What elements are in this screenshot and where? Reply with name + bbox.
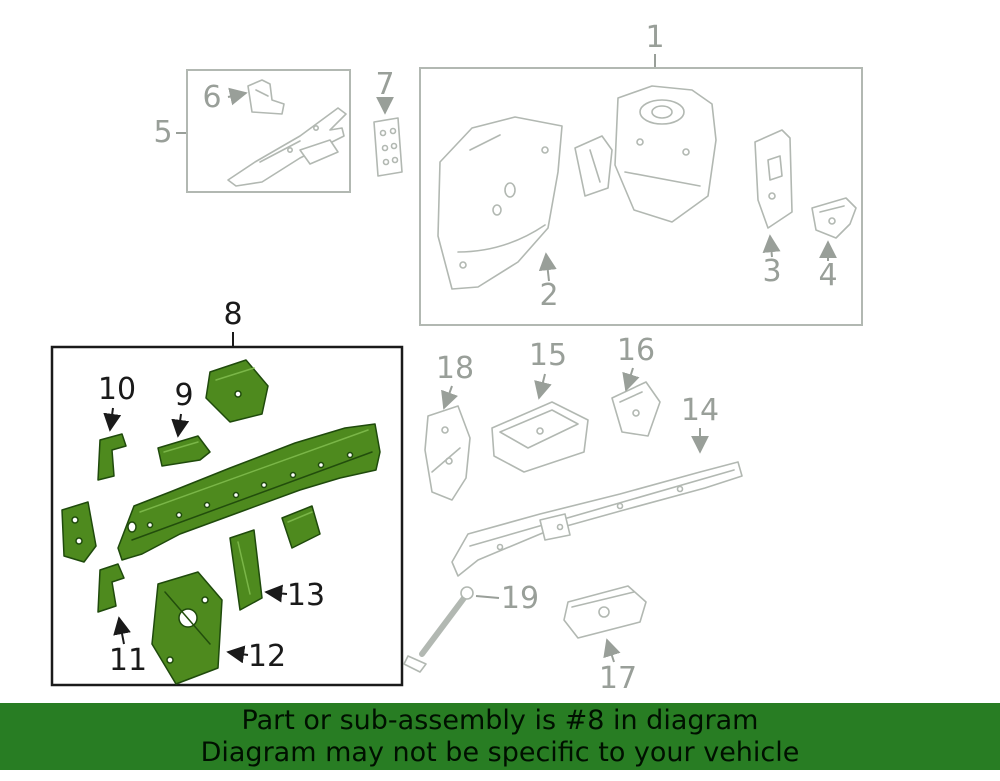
part-6-drawing bbox=[247, 79, 285, 115]
part-8-small-bracket-drawing bbox=[281, 505, 321, 549]
part-10-drawing bbox=[97, 433, 127, 481]
part-11-drawing bbox=[97, 563, 125, 613]
callout-5: 5 bbox=[153, 115, 173, 150]
callout-14: 14 bbox=[680, 393, 720, 428]
gray-leader-lines bbox=[176, 54, 837, 663]
black-leader-lines bbox=[103, 332, 288, 664]
callout-10: 10 bbox=[97, 372, 137, 407]
callout-9: 9 bbox=[174, 378, 194, 413]
callout-15: 15 bbox=[528, 338, 568, 373]
callout-1: 1 bbox=[645, 20, 665, 55]
part-14-drawing bbox=[451, 461, 743, 577]
callout-18: 18 bbox=[435, 351, 475, 386]
part-17-drawing bbox=[563, 585, 647, 639]
part-16-drawing bbox=[611, 381, 661, 437]
part-12-drawing bbox=[151, 571, 223, 685]
part-3-drawing bbox=[754, 129, 793, 229]
part-8-upper-bracket-drawing bbox=[205, 359, 269, 423]
part-19-drawing bbox=[403, 586, 474, 673]
banner-line-1: Part or sub-assembly is #8 in diagram bbox=[241, 704, 759, 736]
callout-8: 8 bbox=[223, 297, 243, 332]
part-1-drawing bbox=[614, 85, 717, 223]
footer-banner: Part or sub-assembly is #8 in diagram Di… bbox=[0, 703, 1000, 770]
part-8-main-rail-drawing bbox=[117, 423, 381, 561]
callout-12: 12 bbox=[247, 639, 287, 674]
part-2-drawing bbox=[437, 116, 563, 290]
group-box-1 bbox=[419, 67, 863, 326]
callout-13: 13 bbox=[286, 578, 326, 613]
callout-19: 19 bbox=[500, 581, 540, 616]
part-1-bracket-drawing bbox=[574, 135, 613, 197]
part-9-drawing bbox=[157, 435, 211, 467]
part-8-left-panel-drawing bbox=[61, 501, 97, 563]
callout-7: 7 bbox=[375, 67, 395, 102]
banner-line-2: Diagram may not be specific to your vehi… bbox=[200, 736, 800, 768]
callout-4: 4 bbox=[818, 258, 838, 293]
highlight-box-8 bbox=[50, 345, 404, 687]
part-5-drawing bbox=[227, 107, 347, 187]
part-4-drawing bbox=[811, 197, 857, 239]
group-box-5 bbox=[186, 69, 351, 193]
callout-2: 2 bbox=[539, 278, 559, 313]
callout-6: 6 bbox=[202, 80, 222, 115]
part-13-drawing bbox=[229, 529, 263, 611]
part-18-drawing bbox=[424, 405, 471, 501]
part-15-drawing bbox=[491, 401, 589, 473]
part-7-drawing bbox=[373, 117, 403, 177]
callout-16: 16 bbox=[616, 333, 656, 368]
callout-17: 17 bbox=[598, 661, 638, 696]
callout-11: 11 bbox=[108, 643, 148, 678]
callout-3: 3 bbox=[762, 254, 782, 289]
